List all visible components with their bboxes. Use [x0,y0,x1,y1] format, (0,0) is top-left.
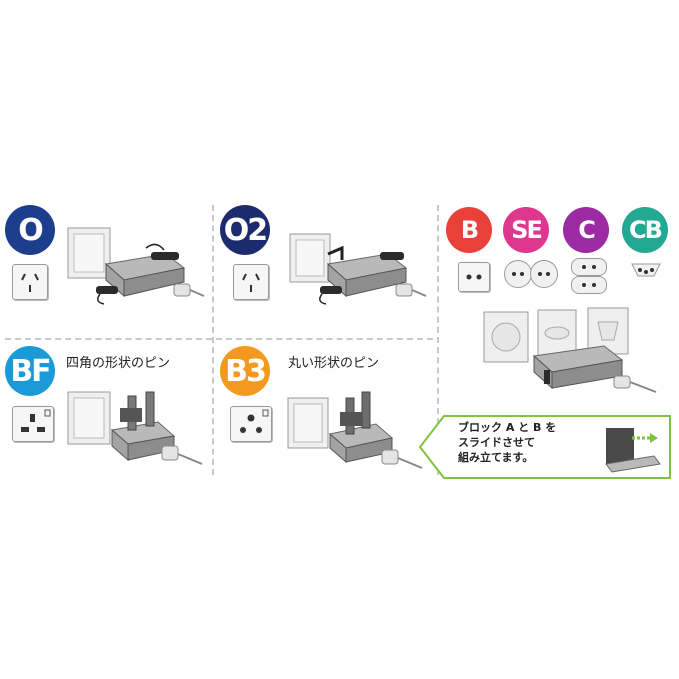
type-se-socket-icon-left [504,260,532,288]
type-se-socket-icon-right [530,260,558,288]
type-cb-badge: CB [622,207,668,253]
type-b-socket-icon [458,262,490,292]
type-se-badge: SE [503,207,549,253]
divider-vertical-left [212,205,214,475]
type-c-badge: C [563,207,609,253]
type-bf-badge: BF [5,346,55,396]
type-multi-adapter-illustration [483,307,657,393]
type-o2-badge: O2 [220,205,270,255]
type-o-badge: O [5,205,55,255]
type-o-socket-icon [12,264,48,300]
divider-horizontal [5,338,433,340]
divider-vertical-right [437,205,439,475]
type-bf-caption: 四角の形状のピン [66,356,171,371]
assembly-callout-box [418,415,671,479]
type-cb-socket-icon [628,260,664,284]
type-b3-socket-icon [230,406,272,442]
type-b-badge: B [446,207,492,253]
type-o-adapter-illustration [67,227,205,305]
type-b3-adapter-illustration [287,391,423,469]
type-b3-caption: 丸い形状のピン [288,356,380,371]
type-b3-badge: B3 [220,346,270,396]
type-c-socket-icon-bottom [571,276,607,294]
type-o2-socket-icon [233,264,269,300]
type-c-socket-icon-top [571,258,607,276]
type-o2-adapter-illustration [289,233,427,305]
type-bf-socket-icon [12,406,54,442]
assembly-callout-text: ブロック A と B を スライドさせて 組み立てます。 [458,421,557,464]
type-bf-adapter-illustration [67,391,203,465]
